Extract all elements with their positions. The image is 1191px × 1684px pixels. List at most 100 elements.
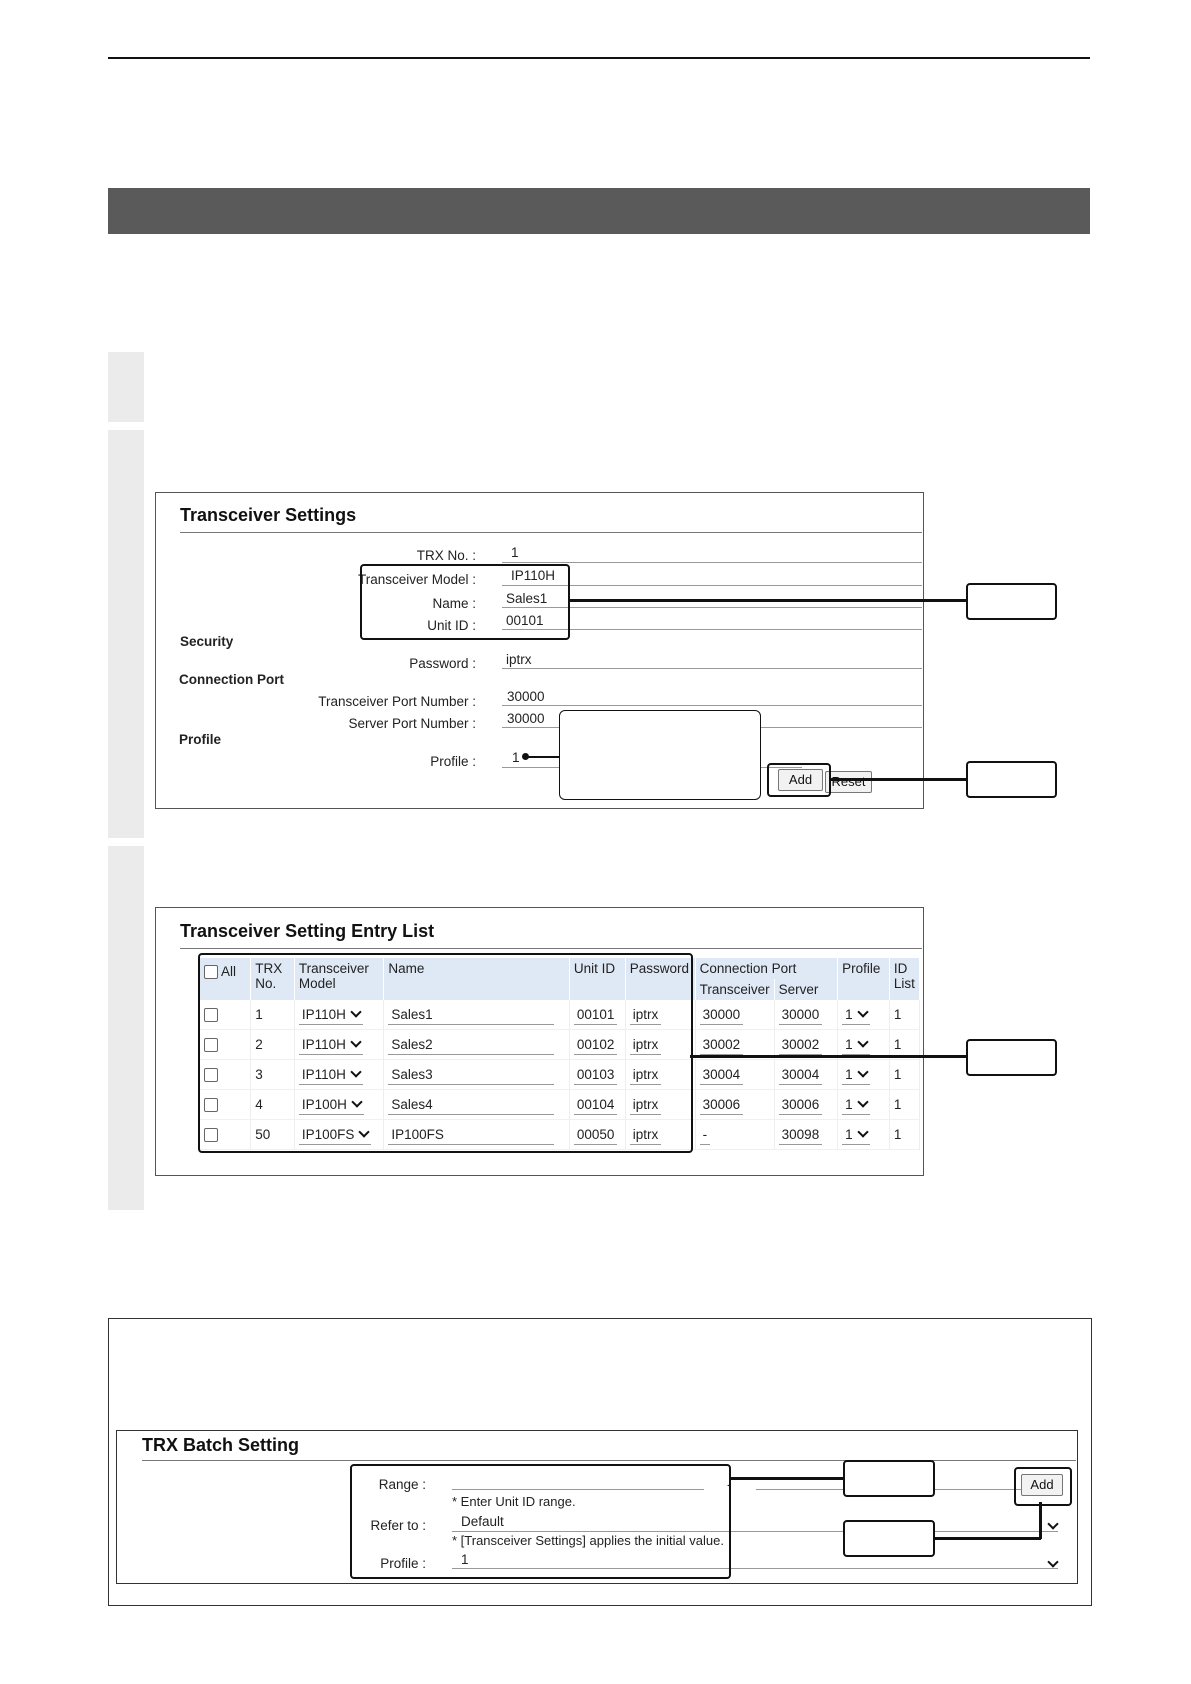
chevron-down-icon xyxy=(856,1095,869,1108)
model-select[interactable]: IP100H xyxy=(298,1095,364,1115)
server-port-field[interactable]: 30098 xyxy=(778,1125,823,1145)
chevron-down-icon xyxy=(856,1005,869,1018)
trx-port-field[interactable]: 30000 xyxy=(507,689,545,704)
transceiver-port-field[interactable]: - xyxy=(699,1125,711,1145)
chevron-down-icon xyxy=(856,1065,869,1078)
name-field[interactable]: Sales1 xyxy=(388,1005,555,1025)
header-rule xyxy=(108,57,1090,59)
range-note: * Enter Unit ID range. xyxy=(452,1494,576,1509)
connection-port-section: Connection Port xyxy=(179,672,284,687)
chevron-down-icon xyxy=(856,1035,869,1048)
id-list-header-2: List xyxy=(893,976,915,991)
conn-transceiver-header: Transceiver xyxy=(695,979,775,1000)
name-field[interactable]: Sales4 xyxy=(388,1095,555,1115)
range-start-field[interactable] xyxy=(452,1489,704,1490)
id-list-cell: 1 xyxy=(889,1059,921,1090)
trx-no-cell: 3 xyxy=(250,1059,295,1090)
batch-add-button[interactable]: Add xyxy=(1021,1474,1063,1496)
transceiver-port-field[interactable]: 30000 xyxy=(699,1005,744,1025)
model-select[interactable]: IP110H xyxy=(298,1065,363,1085)
model-select[interactable]: IP100FS xyxy=(298,1125,372,1145)
profile-select[interactable]: 1 xyxy=(842,1065,870,1085)
row-checkbox[interactable] xyxy=(204,1068,218,1083)
select-all-checkbox[interactable] xyxy=(204,965,218,980)
all-label: All xyxy=(221,964,237,979)
row-checkbox[interactable] xyxy=(204,1008,218,1023)
row-checkbox[interactable] xyxy=(204,1038,218,1053)
trx-no-header-2: No. xyxy=(255,976,277,991)
unit-id-field[interactable]: 00104 xyxy=(573,1095,618,1115)
password-label: Password : xyxy=(409,656,476,671)
callout-box-5 xyxy=(843,1520,935,1557)
profile-select[interactable]: 1 xyxy=(842,1035,870,1055)
password-field[interactable]: iptrx xyxy=(629,1125,662,1145)
password-field[interactable]: iptrx xyxy=(506,652,532,667)
model-select[interactable]: IP110H xyxy=(298,1035,363,1055)
model-value: IP100H xyxy=(301,1096,347,1112)
transceiver-port-field[interactable]: 30006 xyxy=(699,1095,744,1115)
name-field[interactable]: IP100FS xyxy=(388,1125,555,1145)
add-button-highlight xyxy=(767,763,831,797)
trx-no-cell: 2 xyxy=(250,1029,295,1060)
profile-value: 1 xyxy=(845,1096,853,1112)
transceiver-settings-panel xyxy=(155,492,924,809)
batch-setting-panel xyxy=(116,1430,1078,1584)
entry-list-title: Transceiver Setting Entry List xyxy=(180,921,435,941)
transceiver-port-field[interactable]: 30004 xyxy=(699,1065,744,1085)
unit-id-field[interactable]: 00102 xyxy=(573,1035,618,1055)
password-field[interactable]: iptrx xyxy=(629,1035,662,1055)
profile-value: 1 xyxy=(845,1036,853,1052)
batch-fields-highlight xyxy=(350,1464,731,1579)
model-value: IP110H xyxy=(301,1066,346,1082)
transceiver-port-field[interactable]: 30002 xyxy=(699,1035,744,1055)
password-field[interactable]: iptrx xyxy=(629,1095,662,1115)
trx-no-header-1: TRX xyxy=(255,961,283,976)
row-checkbox[interactable] xyxy=(204,1098,218,1113)
row-checkbox[interactable] xyxy=(204,1128,218,1143)
server-port-field[interactable]: 30000 xyxy=(507,711,545,726)
model-value: IP100FS xyxy=(301,1126,355,1142)
trx-no-cell: 4 xyxy=(250,1089,295,1120)
reset-button[interactable]: Reset xyxy=(825,771,872,793)
entry-title-rule xyxy=(180,948,922,949)
server-port-field[interactable]: 30006 xyxy=(778,1095,823,1115)
password-field[interactable]: iptrx xyxy=(629,1005,662,1025)
unit-id-field[interactable]: 00050 xyxy=(573,1125,618,1145)
name-label: Name : xyxy=(432,596,476,611)
server-port-field[interactable]: 30000 xyxy=(778,1005,823,1025)
trx-no-cell: 50 xyxy=(250,1119,295,1150)
name-field[interactable]: Sales2 xyxy=(388,1035,555,1055)
refer-to-select[interactable]: Default xyxy=(461,1514,504,1529)
panel-title: Transceiver Settings xyxy=(180,505,357,525)
refer-note: * [Transceiver Settings] applies the ini… xyxy=(452,1533,724,1548)
batch-profile-select[interactable]: 1 xyxy=(461,1552,469,1567)
profile-callout-box xyxy=(559,710,761,800)
password-field[interactable]: iptrx xyxy=(629,1065,662,1085)
chevron-down-icon[interactable] xyxy=(1043,1518,1059,1536)
add-button[interactable]: Add xyxy=(778,769,823,791)
unit-id-field[interactable]: 00101 xyxy=(573,1005,618,1025)
profile-select[interactable]: 1 xyxy=(842,1095,870,1115)
name-field[interactable]: Sales1 xyxy=(506,591,548,606)
profile-select[interactable]: 1 xyxy=(842,1125,870,1145)
id-list-cell: 1 xyxy=(889,1000,921,1030)
model-value: IP110H xyxy=(301,1006,346,1022)
id-list-header-1: ID xyxy=(893,961,908,976)
model-header-2: Model xyxy=(298,976,336,991)
unit-id-field[interactable]: 00103 xyxy=(573,1065,618,1085)
server-port-field[interactable]: 30002 xyxy=(778,1035,823,1055)
model-value: IP110H xyxy=(301,1036,346,1052)
server-port-field[interactable]: 30004 xyxy=(778,1065,823,1085)
profile-select[interactable]: 1 xyxy=(512,750,520,765)
server-port-label: Server Port Number : xyxy=(348,716,476,731)
chevron-down-icon[interactable] xyxy=(1043,1556,1059,1574)
unit-id-field[interactable]: 00101 xyxy=(506,613,544,628)
name-field[interactable]: Sales3 xyxy=(388,1065,555,1085)
callout-box-4 xyxy=(843,1460,935,1497)
step-bar-3 xyxy=(108,846,144,1210)
model-select[interactable]: IP110H xyxy=(298,1005,363,1025)
trx-no-cell: 1 xyxy=(250,1000,295,1030)
profile-select[interactable]: 1 xyxy=(842,1005,870,1025)
